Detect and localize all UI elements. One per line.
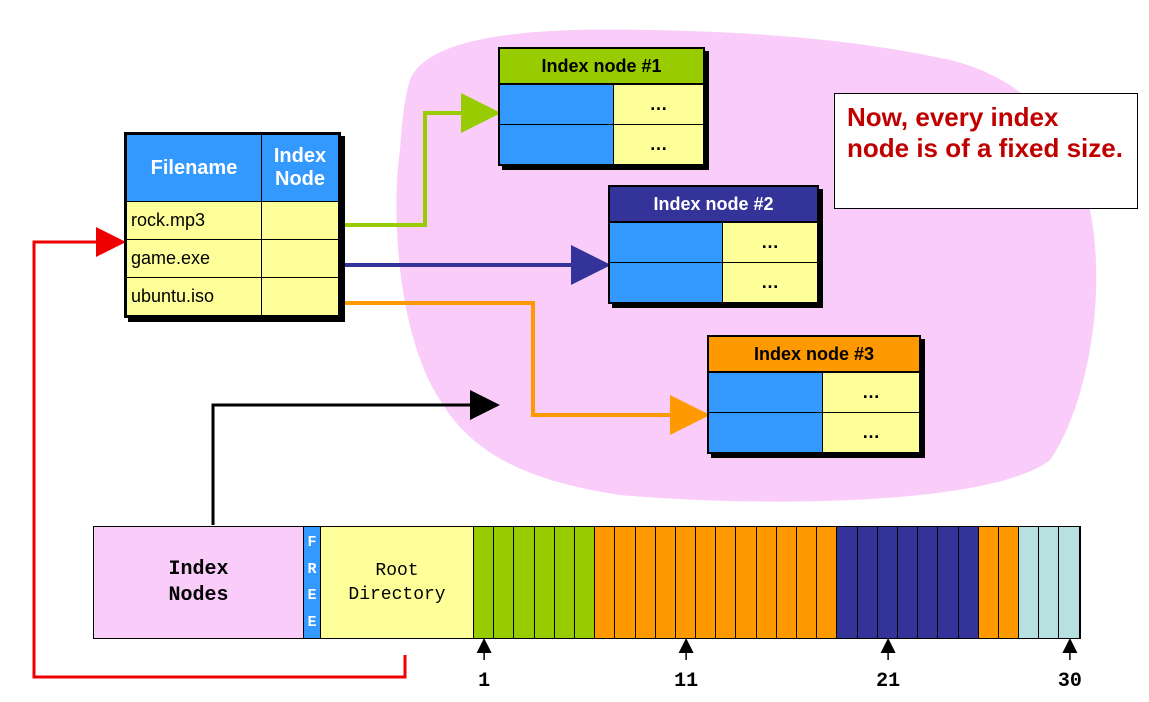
- link-rock-to-inode1: [316, 93, 501, 227]
- ellipsis-cell: …: [614, 125, 703, 164]
- disk-block: [474, 527, 495, 638]
- disk-block: [736, 527, 757, 638]
- link-disk-to-inodes: [211, 390, 500, 525]
- disk-block: [1019, 527, 1040, 638]
- disk-block: [797, 527, 818, 638]
- filename-cell: game.exe: [125, 239, 262, 278]
- index-node-cell: [261, 201, 340, 240]
- pointer-cell: [709, 373, 823, 412]
- disk-index-nodes-region: Index Nodes: [94, 527, 304, 638]
- free-letter: E: [307, 614, 317, 632]
- disk-block: [595, 527, 616, 638]
- disk-block: [958, 527, 979, 638]
- free-letter: E: [307, 587, 317, 605]
- disk-block: [696, 527, 717, 638]
- block-tick-label: 11: [674, 670, 699, 693]
- disk-block: [837, 527, 858, 638]
- disk-block: [574, 527, 596, 638]
- disk-block: [776, 527, 797, 638]
- disk-block: [918, 527, 939, 638]
- block-tick-label: 1: [478, 670, 491, 693]
- ellipsis-cell: …: [614, 85, 703, 124]
- disk-block: [554, 527, 575, 638]
- index-node-cell: [261, 239, 340, 278]
- index-node-title: Index node #3: [709, 337, 919, 372]
- table-row: ubuntu.iso: [125, 277, 340, 317]
- disk-block: [615, 527, 636, 638]
- fixed-size-note: Now, every index node is of a fixed size…: [834, 93, 1138, 209]
- disk-block: [877, 527, 898, 638]
- filename-cell: rock.mp3: [125, 201, 262, 240]
- filename-header: Filename: [125, 133, 262, 202]
- index-node-title: Index node #1: [500, 49, 703, 84]
- ellipsis-cell: …: [723, 263, 817, 302]
- free-letter: R: [307, 560, 317, 578]
- disk-block: [635, 527, 656, 638]
- pointer-cell: [610, 223, 723, 262]
- pointer-cell: [500, 85, 614, 124]
- block-tick-label: 21: [876, 670, 901, 693]
- disk-block: [998, 527, 1020, 638]
- index-node-3: Index node #3 … …: [707, 335, 921, 454]
- ellipsis-cell: …: [723, 223, 817, 262]
- pointer-cell: [610, 263, 723, 302]
- disk-block: [494, 527, 515, 638]
- link-root-to-file-table: [32, 227, 407, 679]
- disk-block: [534, 527, 555, 638]
- disk-block: [1059, 527, 1080, 638]
- free-letter: F: [307, 533, 317, 551]
- disk-data-blocks: [474, 527, 1080, 638]
- index-node-cell: [261, 277, 340, 317]
- disk-block: [857, 527, 878, 638]
- index-node-1: Index node #1 … …: [498, 47, 705, 166]
- filename-cell: ubuntu.iso: [125, 277, 262, 317]
- ellipsis-cell: …: [823, 373, 919, 412]
- disk-block: [716, 527, 737, 638]
- block-tick-label: 30: [1057, 670, 1082, 693]
- table-row: rock.mp3: [125, 201, 340, 240]
- block-tick-arrows: [476, 638, 1078, 660]
- disk-free-region: F R E E: [304, 527, 321, 638]
- disk-root-directory: Root Directory: [321, 527, 474, 638]
- ellipsis-cell: …: [823, 413, 919, 452]
- disk-block: [655, 527, 676, 638]
- link-ubuntu-to-inode3: [316, 301, 710, 435]
- disk-block: [675, 527, 697, 638]
- disk-block: [938, 527, 959, 638]
- disk-layout: Index Nodes F R E E Root Directory: [93, 526, 1081, 639]
- disk-block: [756, 527, 777, 638]
- table-row: game.exe: [125, 239, 340, 278]
- disk-block: [817, 527, 838, 638]
- index-node-2: Index node #2 … …: [608, 185, 819, 304]
- disk-block: [514, 527, 535, 638]
- disk-block: [897, 527, 919, 638]
- index-node-title: Index node #2: [610, 187, 817, 222]
- pointer-cell: [709, 413, 823, 452]
- pointer-cell: [500, 125, 614, 164]
- disk-block: [1039, 527, 1060, 638]
- disk-block: [978, 527, 999, 638]
